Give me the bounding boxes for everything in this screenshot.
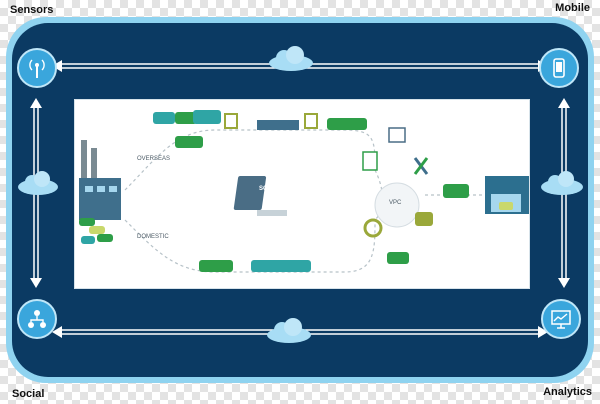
- sensors-hub: [17, 48, 57, 88]
- cloud-icon: [18, 171, 58, 195]
- scm-terminal: [233, 176, 287, 216]
- mobile-label: Mobile: [555, 2, 590, 14]
- cloud-icon: [267, 318, 311, 343]
- social-label: Social: [12, 388, 45, 400]
- sensors-label: Sensors: [10, 4, 54, 16]
- vpc-label: VPC: [389, 200, 402, 206]
- scm-label: SCM: [259, 186, 273, 192]
- antenna-icon: [29, 59, 45, 78]
- cloud-icon: [541, 171, 583, 195]
- supply-chain-scene: OVERSEAS DOMESTIC SCM VPC: [74, 99, 530, 289]
- analytics-hub: [541, 299, 581, 339]
- cloud-icon: [269, 46, 313, 71]
- smartphone-icon: [553, 58, 565, 78]
- domestic-route-label: DOMESTIC: [137, 234, 169, 240]
- overseas-route-label: OVERSEAS: [137, 156, 171, 162]
- org-chart-icon: [28, 310, 46, 328]
- analytics-label: Analytics: [543, 386, 592, 398]
- social-hub: [17, 299, 57, 339]
- factory-icon: [79, 140, 121, 220]
- dealership-icon: [443, 176, 529, 214]
- supply-chain-illustration: [79, 110, 529, 273]
- dashboard-icon: [551, 310, 571, 329]
- mobile-hub: [539, 48, 579, 88]
